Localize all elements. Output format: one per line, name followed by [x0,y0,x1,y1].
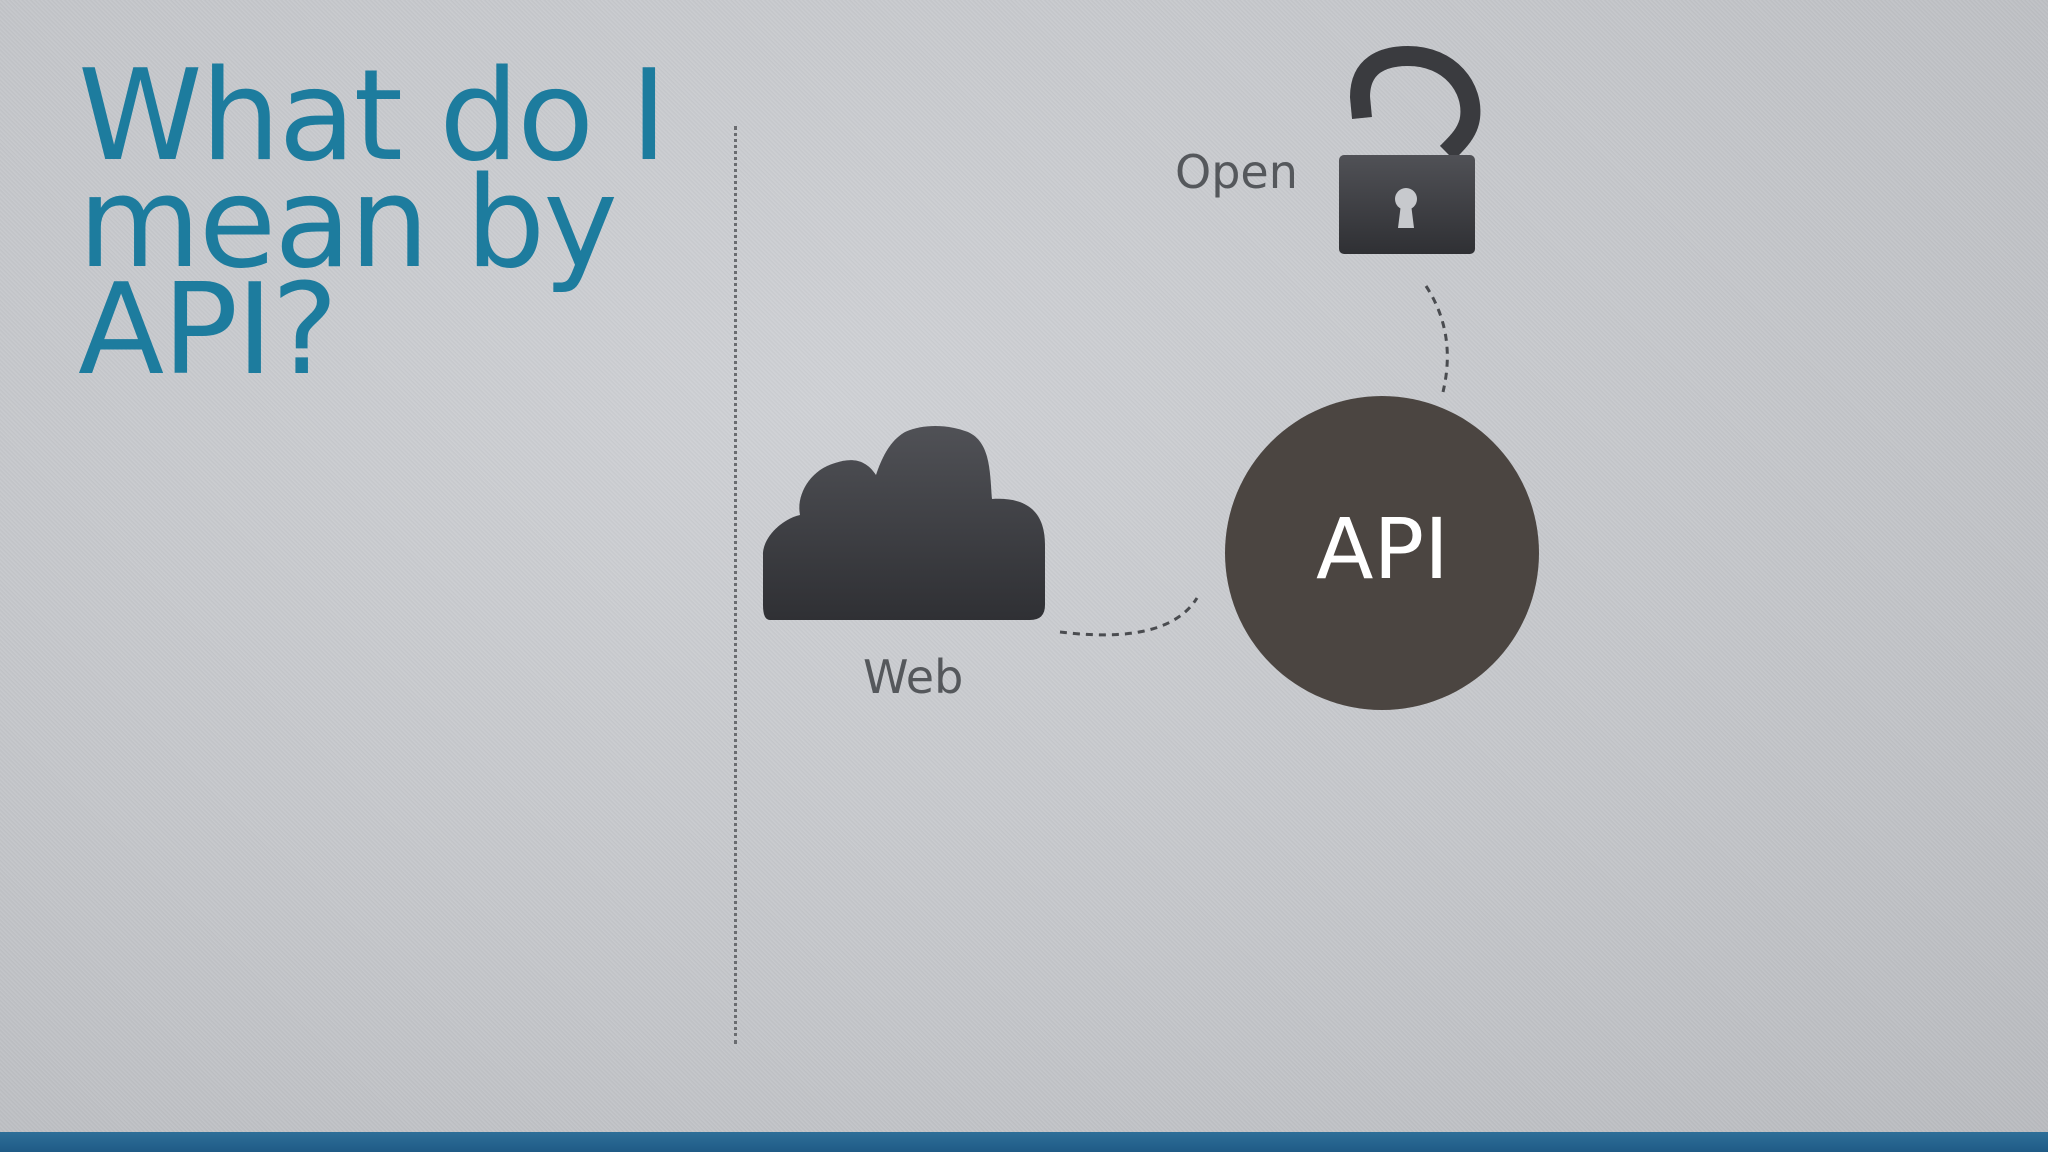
web-label: Web [863,650,964,704]
unlocked-padlock-icon [1339,45,1481,254]
open-label: Open [1175,145,1298,199]
connector-open-api [1424,285,1449,393]
api-hub-label: API [1316,500,1449,598]
api-hub-circle [1225,396,1539,710]
connector-web-api [1059,597,1199,637]
vertical-divider [734,126,737,1044]
slide-title: What do I mean by API? [78,42,667,403]
cloud-icon [763,425,1045,620]
bottom-accent-bar [0,1132,2048,1152]
